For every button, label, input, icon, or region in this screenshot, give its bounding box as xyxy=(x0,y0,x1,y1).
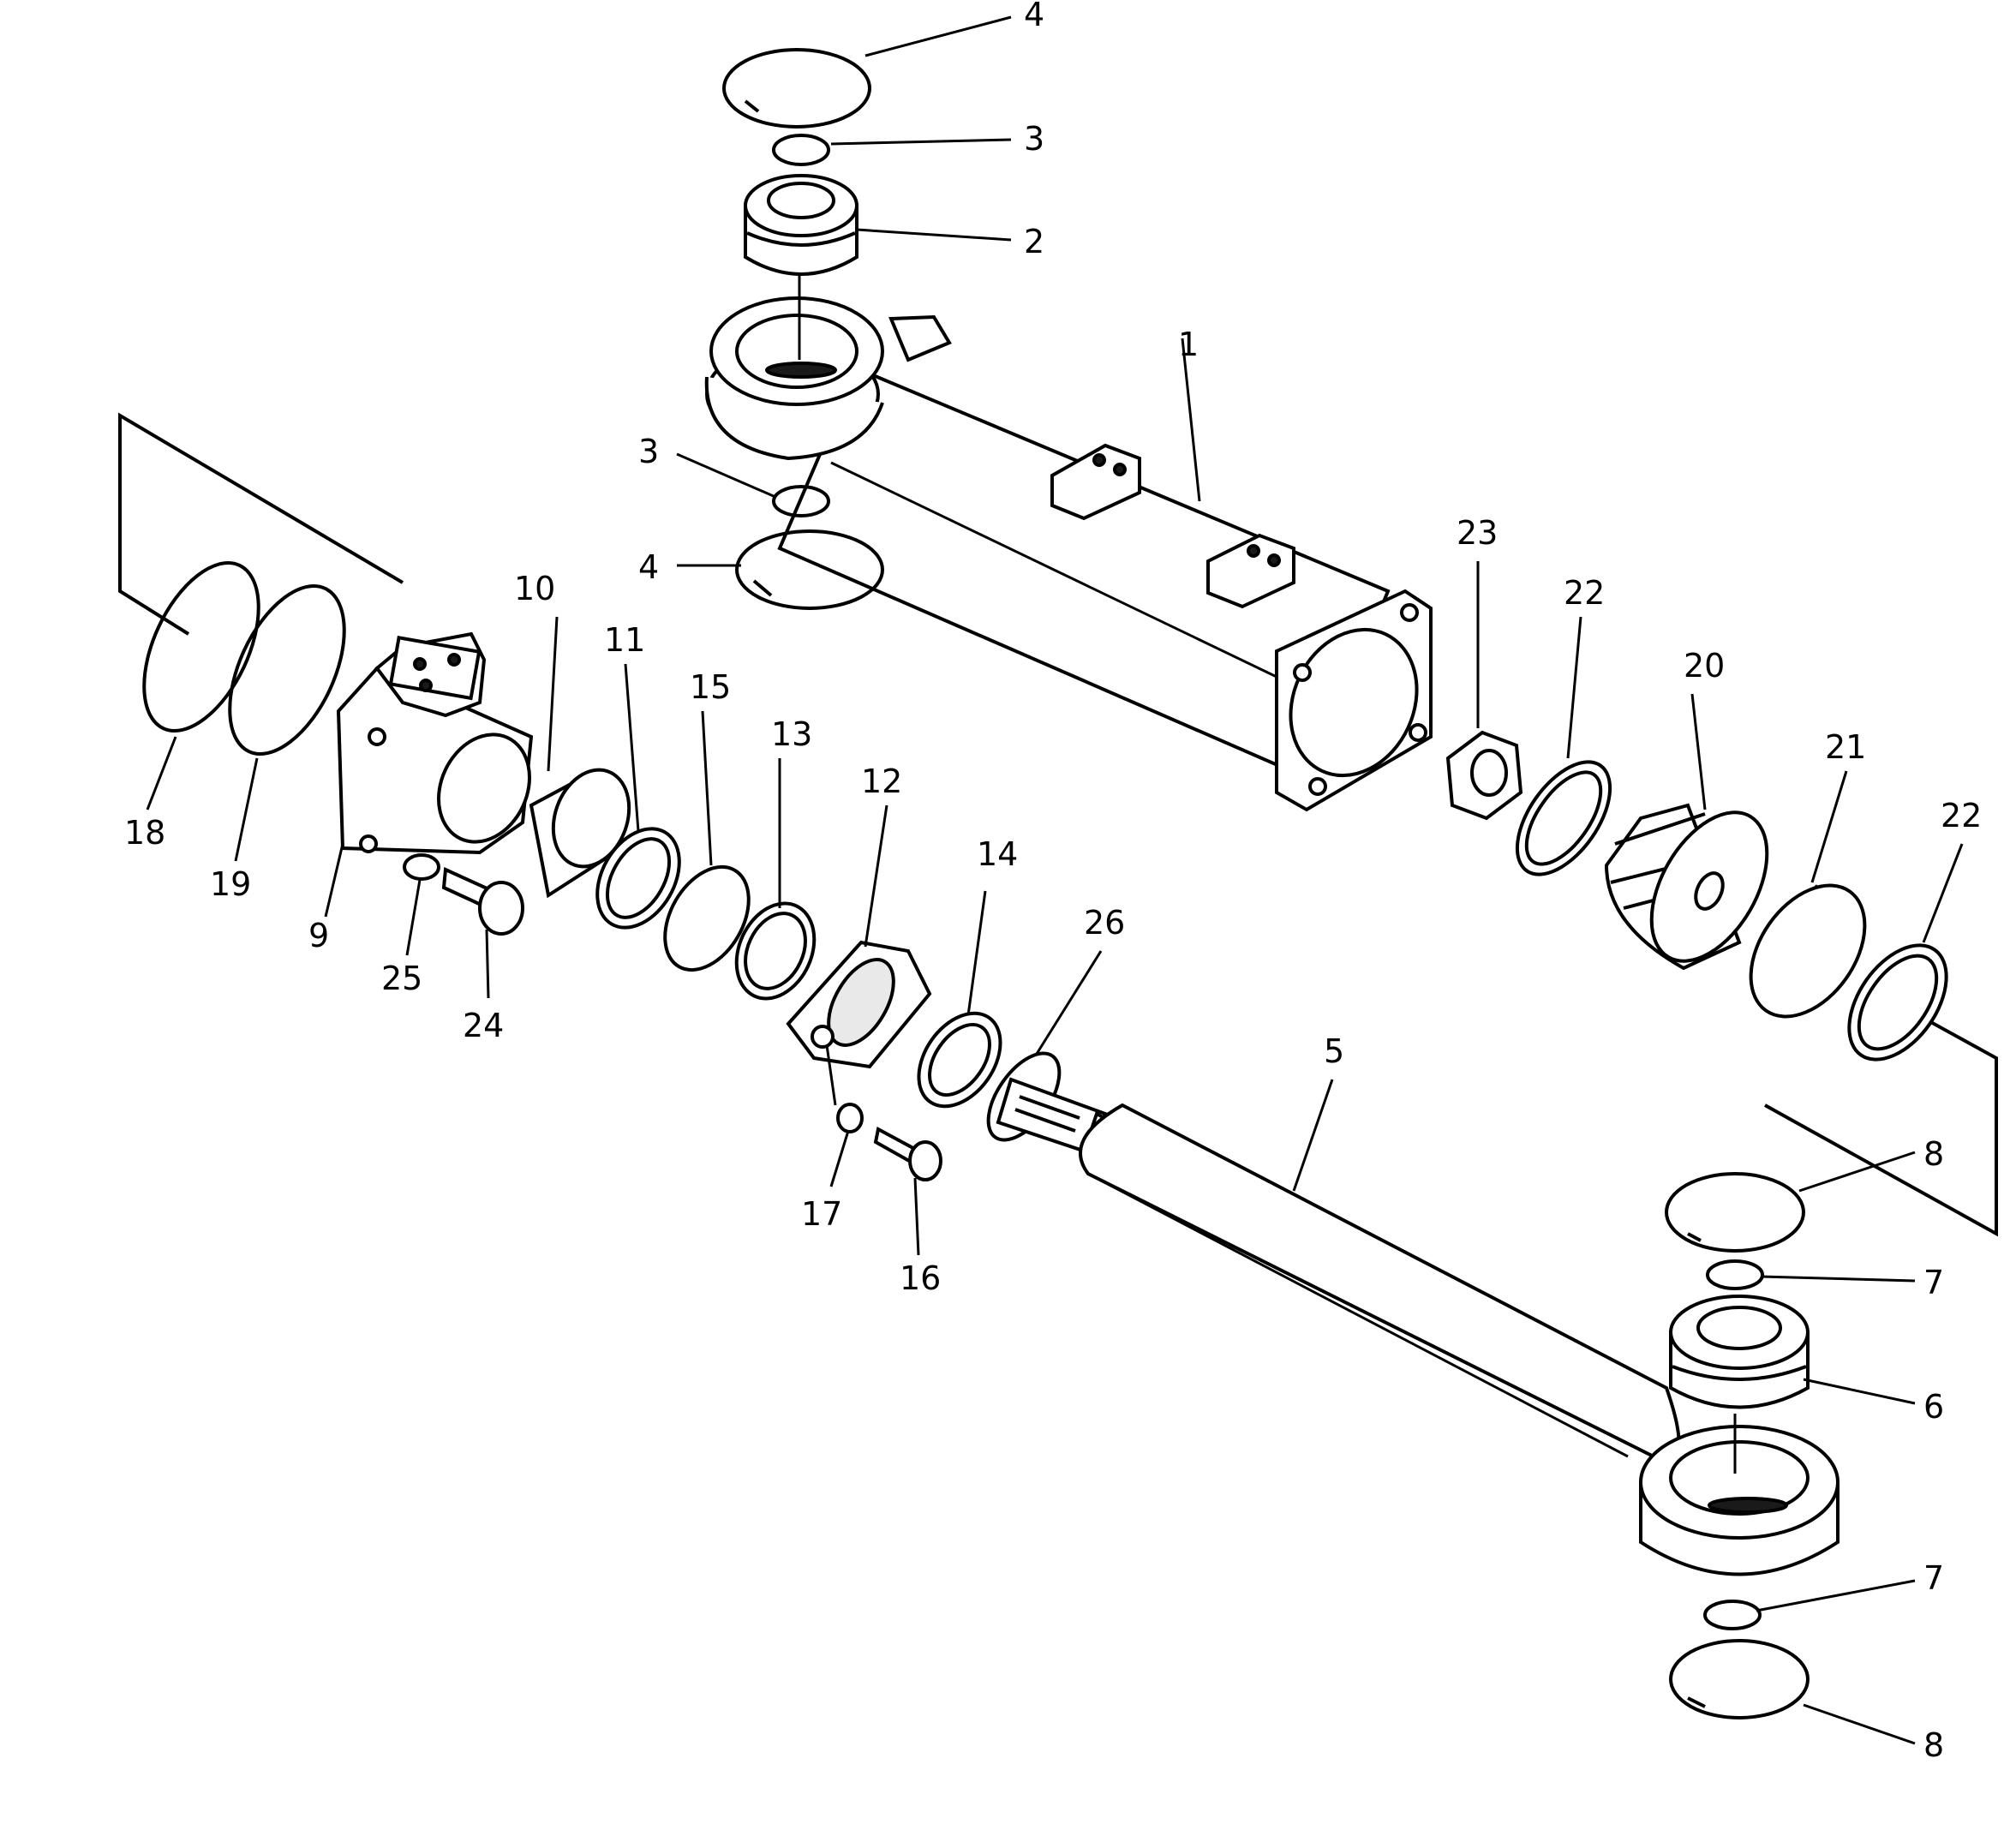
o-ring-15 xyxy=(663,864,751,972)
backup-ring-19 xyxy=(228,584,346,756)
upper-o-ring-3 xyxy=(772,134,830,166)
cylinder-head-9 xyxy=(336,631,534,855)
callout-3-top: 3 xyxy=(1024,120,1044,158)
callouts: 4 3 2 1 3 4 23 22 20 21 22 10 11 15 13 1… xyxy=(124,0,1982,1764)
snap-ring-8-lower xyxy=(1669,1639,1810,1719)
bracket-left xyxy=(118,412,404,636)
callout-8-top: 8 xyxy=(1923,1135,1944,1173)
callout-15: 15 xyxy=(690,668,731,706)
callout-7-bottom: 7 xyxy=(1923,1559,1944,1597)
callout-13: 13 xyxy=(771,715,812,753)
o-ring-7-lower xyxy=(1703,1600,1762,1630)
piston-rod-5 xyxy=(996,1077,1840,1576)
callout-4-top: 4 xyxy=(1024,0,1044,33)
bracket-right xyxy=(1764,1009,1998,1237)
washer-17 xyxy=(836,1103,864,1133)
wear-ring-22-right xyxy=(1847,943,1948,1062)
callout-10: 10 xyxy=(514,570,555,607)
retainer-12 xyxy=(786,940,932,1069)
callout-2: 2 xyxy=(1024,223,1044,260)
seal-21 xyxy=(1749,883,1867,1019)
callout-22-right: 22 xyxy=(1941,797,1982,834)
bushing-6 xyxy=(1669,1295,1810,1409)
callout-11: 11 xyxy=(604,621,645,659)
callout-1: 1 xyxy=(1178,326,1199,363)
retainer-axis-line xyxy=(825,1044,837,1106)
callout-24: 24 xyxy=(463,1007,504,1044)
upper-bushing-2 xyxy=(744,174,858,276)
washer-25 xyxy=(403,853,440,881)
leader-lines xyxy=(146,15,1964,1745)
snap-ring-8-upper xyxy=(1665,1172,1805,1253)
ring-13 xyxy=(734,901,817,1001)
callout-21: 21 xyxy=(1825,728,1866,766)
callout-3-bottom: 3 xyxy=(638,433,659,470)
lower-snap-ring-4 xyxy=(735,529,884,610)
callout-6: 6 xyxy=(1923,1388,1944,1426)
callout-25: 25 xyxy=(381,960,422,997)
callout-8-bottom: 8 xyxy=(1923,1726,1944,1764)
piston-20 xyxy=(1604,803,1769,971)
o-ring-7-upper xyxy=(1706,1259,1764,1290)
lower-o-ring-3 xyxy=(772,485,830,517)
callout-18: 18 xyxy=(124,814,165,852)
callout-9: 9 xyxy=(308,917,329,954)
wear-ring-22-left xyxy=(1515,760,1612,876)
callout-26: 26 xyxy=(1084,904,1125,942)
callout-4-bottom: 4 xyxy=(638,548,659,586)
nut-23 xyxy=(1445,730,1523,821)
callout-23: 23 xyxy=(1457,514,1498,552)
dust-seal-14 xyxy=(917,1011,1002,1109)
callout-17: 17 xyxy=(801,1195,842,1233)
cylinder-tube xyxy=(704,296,1433,812)
bolt-24 xyxy=(441,867,524,936)
callout-22-left: 22 xyxy=(1564,574,1605,612)
callout-7-top: 7 xyxy=(1923,1264,1944,1301)
callout-16: 16 xyxy=(900,1259,941,1297)
bolt-16 xyxy=(873,1126,942,1181)
callout-12: 12 xyxy=(861,763,902,800)
callout-14: 14 xyxy=(977,835,1018,873)
o-ring-18 xyxy=(142,561,260,733)
callout-20: 20 xyxy=(1684,647,1725,685)
seal-11 xyxy=(595,827,681,930)
callout-5: 5 xyxy=(1324,1032,1344,1070)
upper-snap-ring-4 xyxy=(722,48,871,129)
callout-19: 19 xyxy=(210,865,251,903)
